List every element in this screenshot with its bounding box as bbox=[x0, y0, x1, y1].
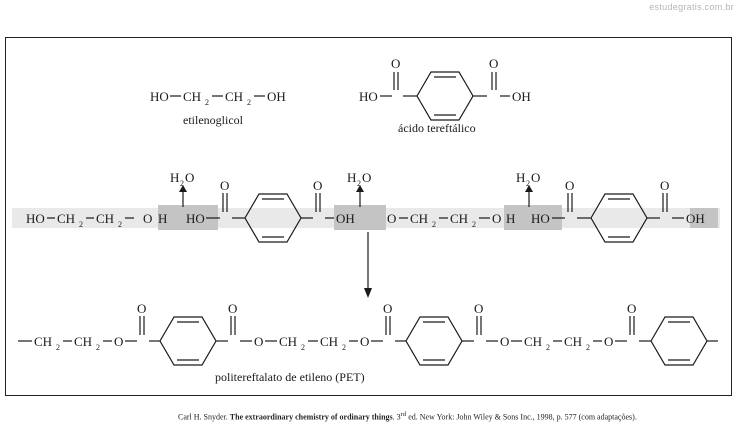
citation-edition-sup: rd bbox=[400, 411, 407, 418]
atom-label: O bbox=[500, 334, 509, 349]
atom-label: CH bbox=[74, 334, 92, 349]
atom-label: 2 bbox=[301, 343, 305, 352]
atom-label: HO bbox=[26, 211, 45, 226]
glycol-sub: 2 bbox=[247, 98, 251, 107]
benzene-ring bbox=[159, 316, 217, 366]
glycol-ho: HO bbox=[150, 89, 169, 104]
atom-label: H bbox=[506, 211, 515, 226]
atom-label: 2 bbox=[56, 343, 60, 352]
atom-label: O bbox=[185, 170, 194, 185]
atom-label: CH bbox=[57, 211, 75, 226]
atom-label: HO bbox=[186, 211, 205, 226]
atom-label: CH bbox=[410, 211, 428, 226]
atom-label: 2 bbox=[342, 343, 346, 352]
atom-label: 2 bbox=[526, 179, 530, 188]
glycol-sub: 2 bbox=[205, 98, 209, 107]
atom-label: O bbox=[137, 301, 146, 316]
benzene-ring bbox=[650, 316, 708, 366]
arrow-head bbox=[179, 185, 187, 192]
atom-label: 2 bbox=[586, 343, 590, 352]
atom-label: 2 bbox=[432, 220, 436, 229]
atom-label: O bbox=[360, 334, 369, 349]
atom-label: 2 bbox=[357, 179, 361, 188]
glycol-oh: OH bbox=[267, 89, 286, 104]
arrow-head bbox=[356, 185, 364, 192]
atom-label: O bbox=[627, 301, 636, 316]
atom-label: H bbox=[170, 170, 179, 185]
acid-o: O bbox=[489, 56, 498, 71]
atom-label: OH bbox=[686, 211, 705, 226]
atom-label: O bbox=[660, 178, 669, 193]
atom-label: O bbox=[220, 178, 229, 193]
atom-label: O bbox=[604, 334, 613, 349]
atom-label: CH bbox=[279, 334, 297, 349]
atom-label: O bbox=[362, 170, 371, 185]
acid-label: ácido tereftálico bbox=[398, 121, 476, 135]
acid-ho: HO bbox=[359, 89, 378, 104]
end-shade bbox=[690, 208, 718, 228]
condensation-row: HO CH 2 CH 2 O H HO O O OH O CH 2 CH 2 bbox=[12, 178, 720, 243]
atom-label: O bbox=[383, 301, 392, 316]
water-released-2: H 2 O bbox=[347, 170, 371, 207]
atom-label: 2 bbox=[118, 220, 122, 229]
pet-label: politereftalato de etileno (PET) bbox=[215, 370, 365, 384]
atom-label: 2 bbox=[180, 179, 184, 188]
acid-oh: OH bbox=[512, 89, 531, 104]
atom-label: O bbox=[531, 170, 540, 185]
atom-label: CH bbox=[34, 334, 52, 349]
atom-label: CH bbox=[320, 334, 338, 349]
water-site-shade bbox=[334, 205, 386, 230]
atom-label: O bbox=[143, 211, 152, 226]
atom-label: H bbox=[516, 170, 525, 185]
atom-label: O bbox=[114, 334, 123, 349]
atom-label: 2 bbox=[472, 220, 476, 229]
watermark: estudegratis.com.br bbox=[649, 2, 734, 12]
atom-label: CH bbox=[96, 211, 114, 226]
atom-label: H bbox=[158, 211, 167, 226]
atom-label: HO bbox=[531, 211, 550, 226]
atom-label: 2 bbox=[79, 220, 83, 229]
citation: Carl H. Snyder. The extraordinary chemis… bbox=[178, 411, 637, 422]
glycol-ch: CH bbox=[225, 89, 243, 104]
benzene-ring bbox=[405, 316, 463, 366]
pet-polymer-chain: CH 2 CH 2 O O O O CH 2 CH 2 O O bbox=[18, 301, 718, 366]
atom-label: OH bbox=[336, 211, 355, 226]
citation-rest: ed. New York: John Wiley & Sons Inc., 19… bbox=[408, 412, 637, 422]
atom-label: O bbox=[313, 178, 322, 193]
terephthalic-acid: HO O O OH bbox=[359, 56, 531, 121]
reaction-arrow bbox=[364, 232, 372, 298]
atom-label: 2 bbox=[546, 343, 550, 352]
atom-label: O bbox=[565, 178, 574, 193]
atom-label: O bbox=[387, 211, 396, 226]
atom-label: H bbox=[347, 170, 356, 185]
arrow-head bbox=[525, 185, 533, 192]
glycol-label: etilenoglicol bbox=[183, 113, 244, 127]
atom-label: O bbox=[228, 301, 237, 316]
water-released-3: H 2 O bbox=[516, 170, 540, 207]
atom-label: CH bbox=[524, 334, 542, 349]
atom-label: 2 bbox=[96, 343, 100, 352]
glycol-formula: HO CH 2 CH 2 OH bbox=[150, 89, 286, 107]
citation-title: The extraordinary chemistry of ordinary … bbox=[229, 412, 393, 422]
atom-label: O bbox=[254, 334, 263, 349]
citation-author: Carl H. Snyder. bbox=[178, 412, 228, 422]
acid-o: O bbox=[391, 56, 400, 71]
atom-label: O bbox=[492, 211, 501, 226]
atom-label: O bbox=[474, 301, 483, 316]
diagram-frame bbox=[5, 37, 732, 396]
glycol-ch: CH bbox=[183, 89, 201, 104]
water-released-1: H 2 O bbox=[170, 170, 194, 207]
atom-label: CH bbox=[450, 211, 468, 226]
atom-label: CH bbox=[564, 334, 582, 349]
benzene-ring bbox=[416, 71, 474, 121]
citation-edition: 3 bbox=[396, 412, 401, 422]
shape bbox=[364, 288, 372, 298]
